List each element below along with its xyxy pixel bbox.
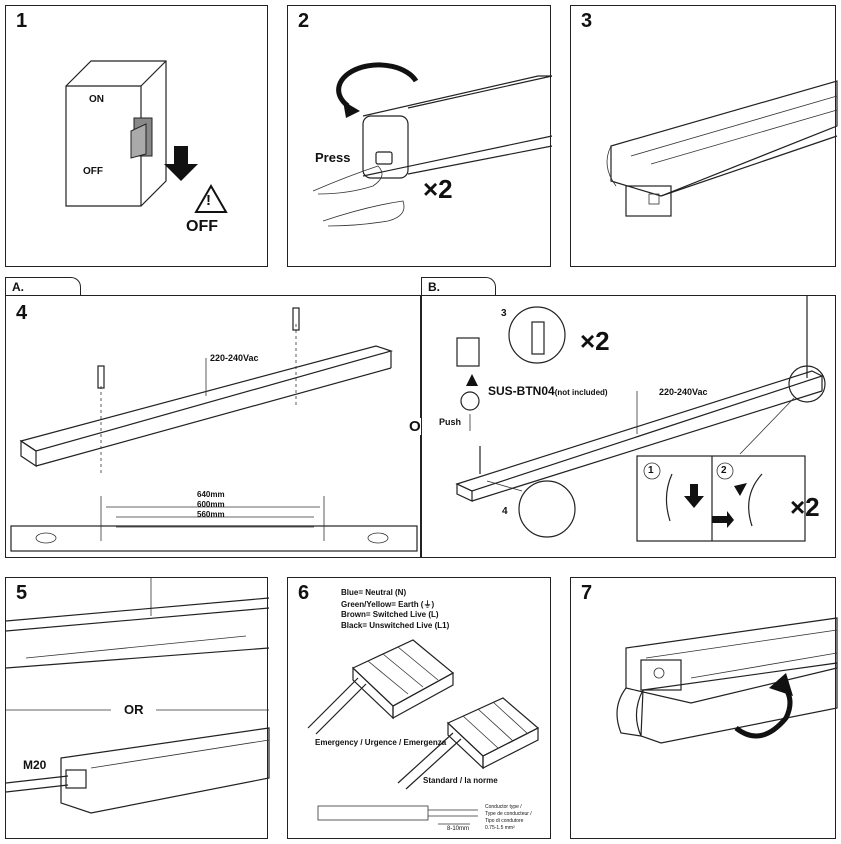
conductor-3: Tipo di condutore (485, 818, 524, 824)
step-5-panel: 5 OR M20 (5, 577, 270, 839)
conductor-2: Type de conducteur / (485, 811, 532, 817)
open-fixture-illustration (606, 80, 838, 217)
wire-legend-3: Brown= Switched Live (L) (341, 610, 439, 619)
terminal-block-illustration (307, 639, 540, 825)
emergency-label: Emergency / Urgence / Emergenza (315, 738, 447, 747)
callout-3: 3 (501, 308, 507, 319)
pendant-mount-illustration (455, 296, 826, 542)
step-3-panel: 3 (570, 5, 838, 267)
voltage-label: 220-240Vac (210, 353, 259, 363)
standard-label: Standard / la norme (423, 776, 498, 785)
step-number: 6 (298, 582, 310, 604)
step-number: 4 (16, 302, 28, 324)
dim-640: 640mm (197, 490, 225, 499)
callout-4: 4 (502, 506, 508, 517)
wire-legend-4: Black= Unswitched Live (L1) (341, 621, 450, 630)
warning-icon: ! (206, 192, 211, 209)
step-7-panel: 7 (570, 577, 838, 839)
part-number: SUS-BTN04(not included) (488, 384, 608, 398)
step-number: 1 (16, 10, 28, 32)
dim-600: 600mm (197, 500, 225, 509)
step-number: 3 (581, 10, 593, 32)
cable-entry-illustration (5, 578, 270, 814)
on-label: ON (89, 94, 104, 105)
step-2-panel: 2 Press ×2 (287, 5, 553, 267)
surface-tab: A. Surface (5, 277, 81, 308)
dim-560: 560mm (197, 510, 225, 519)
conductor-4: 0.75-1.5 mm² (485, 825, 515, 831)
conductor-1: Conductor type / (485, 804, 522, 810)
sub-step-1: 1 (648, 465, 654, 476)
step-6-panel: 6 Blue= Neutral (N) Green/Yellow= Earth … (287, 577, 551, 839)
strip-length: 8-10mm (447, 826, 470, 832)
breaker-switch-illustration (65, 60, 228, 213)
step-1-panel: 1 ON OFF ! OFF (5, 5, 268, 267)
multiplier-top: ×2 (580, 326, 610, 356)
sub-step-2: 2 (721, 465, 727, 476)
gland-label: M20 (23, 758, 47, 772)
multiplier-label: ×2 (423, 174, 453, 204)
step-number: 7 (581, 582, 593, 604)
surface-mount-illustration (10, 307, 418, 552)
multiplier-bottom: ×2 (790, 492, 820, 522)
end-cap-refit-illustration (616, 617, 838, 744)
voltage-label: 220-240Vac (659, 387, 708, 397)
off-label: OFF (186, 218, 218, 235)
pendant-tab: B. Pendant (421, 277, 496, 308)
wire-legend-1: Blue= Neutral (N) (341, 588, 407, 597)
or-label: OR (124, 702, 144, 717)
step-4-panel: 4 220-240Vac 640mm 600mm 560mm (5, 295, 421, 558)
step-number: 2 (298, 10, 310, 32)
step-number: 5 (16, 582, 28, 604)
push-label: Push (439, 417, 462, 427)
end-cap-removal-illustration (312, 62, 553, 227)
part-note: (not included) (554, 388, 608, 397)
part-name: SUS-BTN04 (488, 384, 555, 398)
off-small-label: OFF (83, 166, 103, 177)
pendant-panel: 3 ×2 SUS-BTN04(not included) Push 220-24… (421, 295, 836, 558)
wire-legend-2: Green/Yellow= Earth (⏚) (341, 600, 435, 609)
press-label: Press (315, 150, 351, 165)
